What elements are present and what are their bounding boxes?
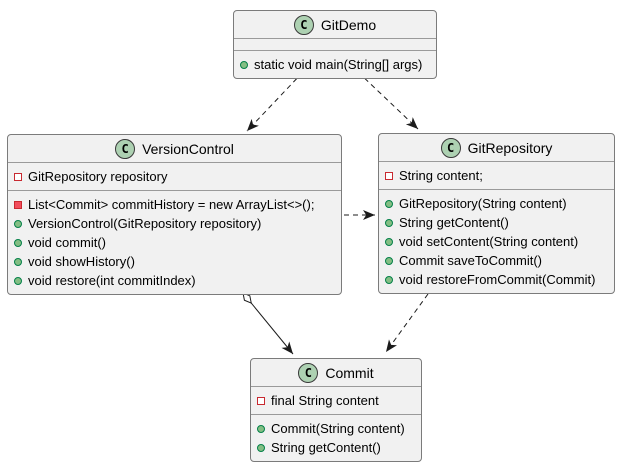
- member-field: final String content: [251, 391, 421, 410]
- class-fields-section: GitRepository repository: [8, 163, 341, 191]
- member-text: void commit(): [28, 235, 107, 250]
- private-field-icon: [14, 172, 22, 181]
- member-text: GitRepository(String content): [399, 196, 567, 211]
- class-title-bar: C VersionControl: [8, 135, 341, 163]
- member-text: static void main(String[] args): [254, 57, 423, 72]
- member-method: static void main(String[] args): [234, 55, 436, 74]
- member-method: Commit saveToCommit(): [379, 251, 614, 270]
- member-text: void restoreFromCommit(Commit): [399, 272, 596, 287]
- public-method-icon: [14, 276, 22, 285]
- private-method-icon: [14, 200, 22, 209]
- public-method-icon: [240, 60, 248, 69]
- public-method-icon: [385, 237, 393, 246]
- member-method: void commit(): [8, 233, 341, 252]
- member-method: List<Commit> commitHistory = new ArrayLi…: [8, 195, 341, 214]
- class-fields-section: [234, 39, 436, 51]
- class-methods-section: static void main(String[] args): [234, 51, 436, 78]
- class-stereotype-icon: C: [115, 138, 136, 159]
- member-text: String content;: [399, 168, 483, 183]
- class-versioncontrol: C VersionControl GitRepository repositor…: [7, 134, 342, 295]
- member-method: GitRepository(String content): [379, 194, 614, 213]
- member-text: String getContent(): [399, 215, 509, 230]
- member-text: final String content: [271, 393, 379, 408]
- public-method-icon: [385, 275, 393, 284]
- public-method-icon: [14, 238, 22, 247]
- class-stereotype-icon: C: [298, 362, 319, 383]
- dependency-edge-gitdemo-to-versioncontrol: [246, 71, 304, 132]
- member-method: void restore(int commitIndex): [8, 271, 341, 290]
- member-text: void showHistory(): [28, 254, 135, 269]
- member-text: Commit(String content): [271, 421, 405, 436]
- member-method: void setContent(String content): [379, 232, 614, 251]
- member-field: GitRepository repository: [8, 167, 341, 186]
- class-name: GitDemo: [320, 16, 377, 33]
- class-gitdemo: C GitDemo static void main(String[] args…: [233, 10, 437, 79]
- public-method-icon: [385, 256, 393, 265]
- class-fields-section: final String content: [251, 387, 421, 415]
- class-title-bar: C GitRepository: [379, 134, 614, 162]
- dependency-edge-gitrepository-to-commit: [385, 293, 429, 353]
- member-method: String getContent(): [379, 213, 614, 232]
- public-method-icon: [14, 257, 22, 266]
- class-commit: C Commit final String content Commit(Str…: [250, 358, 422, 462]
- member-text: GitRepository repository: [28, 169, 168, 184]
- member-text: Commit saveToCommit(): [399, 253, 543, 268]
- member-text: List<Commit> commitHistory = new ArrayLi…: [28, 197, 315, 212]
- member-method: Commit(String content): [251, 419, 421, 438]
- dependency-edge-gitdemo-to-gitrepository: [357, 71, 419, 130]
- class-stereotype-icon: C: [440, 137, 461, 158]
- member-text: VersionControl(GitRepository repository): [28, 216, 262, 231]
- class-name: Commit: [325, 364, 374, 381]
- member-text: String getContent(): [271, 440, 381, 455]
- class-methods-section: Commit(String content) String getContent(…: [251, 415, 421, 461]
- class-gitrepository: C GitRepository String content; GitRepos…: [378, 133, 615, 294]
- class-title-bar: C Commit: [251, 359, 421, 387]
- aggregation-edge-versioncontrol-to-commit: [243, 293, 294, 355]
- private-field-icon: [385, 171, 393, 180]
- public-method-icon: [385, 199, 393, 208]
- public-method-icon: [257, 443, 265, 452]
- class-fields-section: String content;: [379, 162, 614, 190]
- member-text: void restore(int commitIndex): [28, 273, 196, 288]
- public-method-icon: [14, 219, 22, 228]
- class-name: VersionControl: [142, 140, 234, 157]
- class-name: GitRepository: [467, 139, 553, 156]
- member-text: void setContent(String content): [399, 234, 579, 249]
- class-title-bar: C GitDemo: [234, 11, 436, 39]
- class-stereotype-icon: C: [293, 14, 314, 35]
- public-method-icon: [257, 424, 265, 433]
- member-method: void showHistory(): [8, 252, 341, 271]
- member-method: void restoreFromCommit(Commit): [379, 270, 614, 289]
- class-methods-section: List<Commit> commitHistory = new ArrayLi…: [8, 191, 341, 294]
- member-method: VersionControl(GitRepository repository): [8, 214, 341, 233]
- member-method: String getContent(): [251, 438, 421, 457]
- member-field: String content;: [379, 166, 614, 185]
- class-methods-section: GitRepository(String content) String getC…: [379, 190, 614, 293]
- public-method-icon: [385, 218, 393, 227]
- private-field-icon: [257, 396, 265, 405]
